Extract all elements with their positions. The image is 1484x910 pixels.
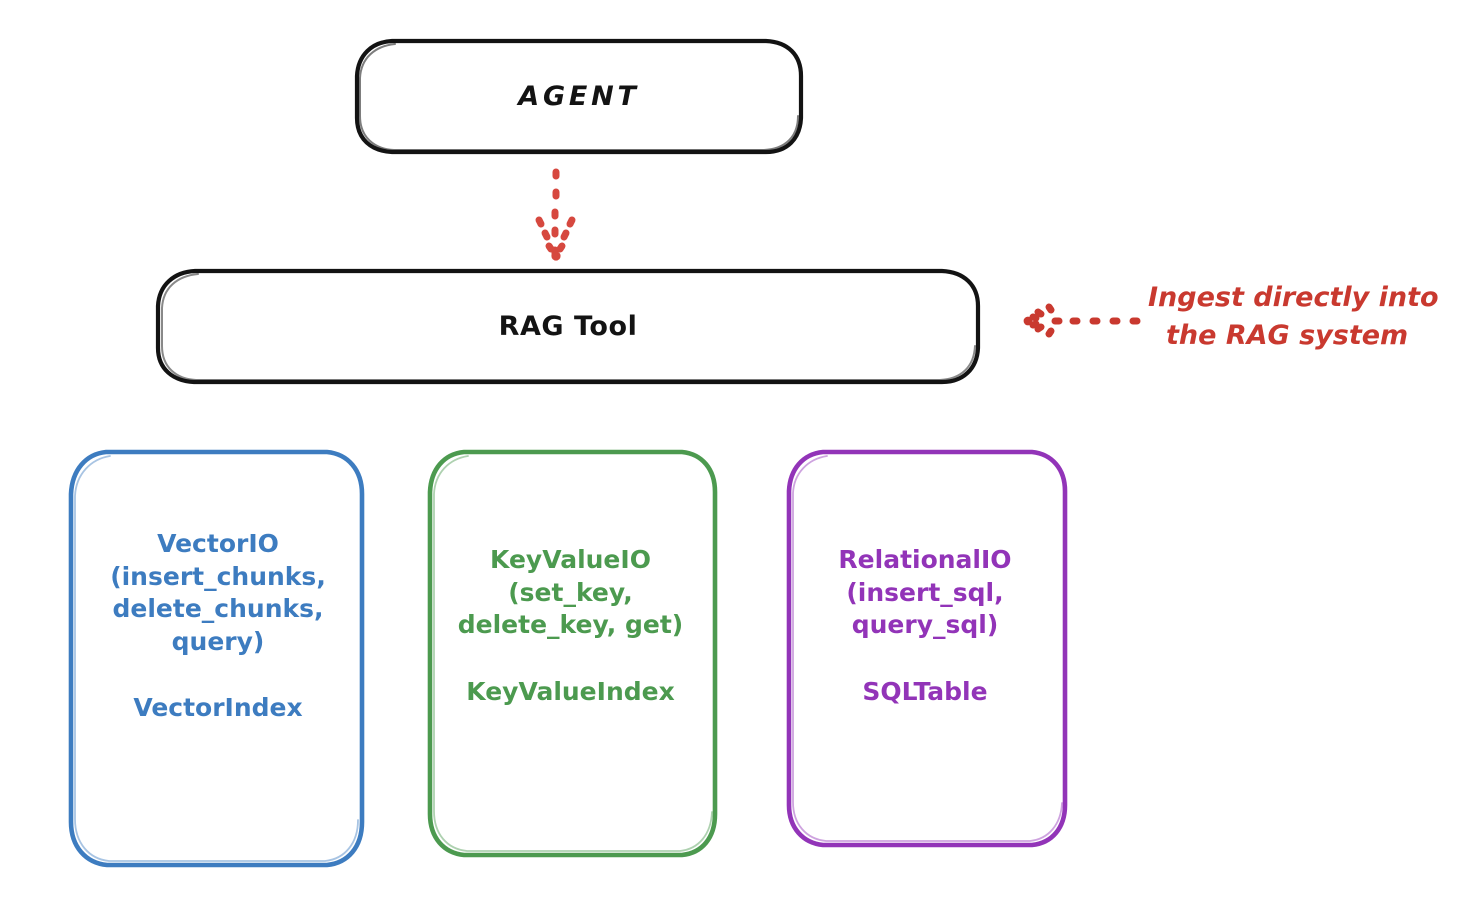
vector-io-box-shape [68,449,365,868]
rag-tool-box-shape [155,268,981,385]
agent-to-rag-arrow [535,168,576,261]
agent-box-shape [354,38,804,155]
relational-io-box-shape [786,449,1068,848]
ingest-to-rag-arrow [1023,303,1141,338]
key-value-io-box-shape [427,449,718,858]
